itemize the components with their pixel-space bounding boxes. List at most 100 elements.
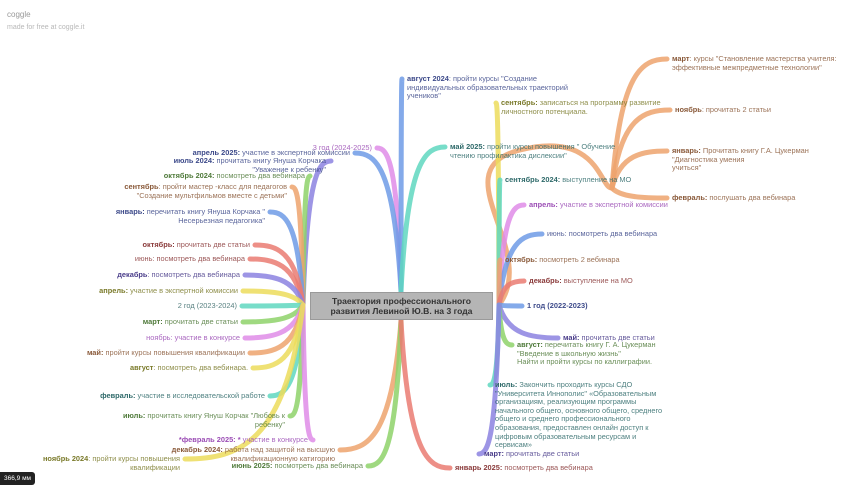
map-node[interactable]: июль: Закончить проходить курсы СДО "Уни… [495,380,663,450]
node-text: выступление на МО [560,175,632,184]
node-text: : прочитать 2 статьи [701,105,771,114]
map-node[interactable]: ноябрь: участие в конкурсе [146,333,240,343]
map-node[interactable]: август 2024: пройти курсы "Создание инди… [407,74,569,101]
node-text: перечитать книгу Г. А. Цукерман "Введени… [517,340,656,367]
map-node[interactable]: ноябрь: прочитать 2 статьи [675,105,771,115]
branch-line [609,185,670,201]
branch-line [609,148,670,191]
node-text: участие в экспертной комиссии [557,200,668,209]
map-node[interactable]: январь 2025: посмотреть два вебинара [455,463,593,473]
node-month-label: март [672,54,690,63]
node-month-label: июнь 2025: [231,461,273,470]
node-text: прочитать книгу Януш Корчак "Любовь к ре… [147,411,285,429]
node-text: Прочитать книгу Г.А. Цукерман "Диагности… [672,146,809,173]
map-node[interactable]: *февраль 2025: * участие в конкурсе [178,435,308,445]
node-month-label: август: [517,340,543,349]
node-text: : посмотреть два вебинара. [153,363,248,372]
branch-line [398,144,448,294]
map-node[interactable]: март: курсы "Становление мастерства учит… [672,54,837,72]
node-text: посмотреть 2 вебинара [537,255,620,264]
map-node[interactable]: август: посмотреть два вебинара. [130,363,248,373]
node-text: Закончить проходить курсы СДО "Университ… [495,380,663,450]
node-month-label: 1 год (2022-2023) [527,301,588,310]
map-node[interactable]: 2 год (2023-2024) [177,301,237,311]
map-node[interactable]: май: прочитать две статьи [563,333,655,343]
map-node[interactable]: май: пройти курсы повышения квалификации [87,348,245,358]
branch-line [240,288,306,308]
node-month-label: декабрь 2024: [171,445,223,454]
map-node[interactable]: февраль: послушать два вебинара [672,193,796,203]
map-node[interactable]: март: прочитать две статьи [143,317,238,327]
map-node[interactable]: октябрь: прочитать две статьи [142,240,251,250]
map-node[interactable]: октябрь 2024: посмотреть два вебинара [164,171,305,181]
map-node[interactable]: июнь 2025: посмотреть два вебинара [231,461,363,471]
node-month-label: октябрь: [505,255,538,264]
map-node[interactable]: июнь: посмотреть два вебинара [134,254,245,264]
node-month-label: ноябрь [675,105,702,114]
node-month-label: сентябрь 2024: [505,175,561,184]
map-node[interactable]: январь: Прочитать книгу Г.А. Цукерман "Д… [672,146,856,173]
map-node[interactable]: сентябрь 2024: выступление на МО [505,175,632,185]
node-text: : пройти курсы повышения квалификации [88,454,180,472]
node-text: 2 год (2023-2024) [177,301,237,310]
map-node[interactable]: 1 год (2022-2023) [527,301,588,311]
node-month-label: январь: [672,146,701,155]
map-node[interactable]: июль 2024: прочитать книгу Януша Корчака… [174,156,326,174]
map-node[interactable]: апрель 2025: участие в экспертной комисс… [192,148,350,158]
node-text: ноябрь: участие в конкурсе [146,333,240,342]
node-text: прочитать две статьи [503,449,580,458]
map-node[interactable]: июль: прочитать книгу Януш Корчак "Любов… [122,411,285,429]
map-node[interactable]: сентябрь: пройти мастер -класс для педаг… [124,182,287,200]
node-month-label: январь: [115,207,145,216]
node-month-label: июль: [122,411,146,420]
node-text: выступление на МО [561,276,633,285]
node-month-label: *февраль 2025: * [178,435,241,444]
node-text: прочитать книгу Януша Корчака "Уважение … [216,156,326,174]
branch-line [267,209,306,308]
map-node[interactable]: январь: перечитать книгу Януша Корчака "… [115,207,265,225]
branch-line [352,150,404,294]
node-month-label: ноябрь 2024 [42,454,89,463]
map-node[interactable]: июнь: посмотреть два вебинара [547,229,657,239]
map-node[interactable]: декабрь: посмотреть два вебинара [117,270,240,280]
map-node[interactable]: сентябрь: записаться на программу развит… [501,98,661,116]
node-text: участие в конкурсе [240,435,308,444]
node-text: прочитать две статьи [579,333,655,342]
node-month-label: июль: [495,380,518,389]
map-node[interactable]: ноябрь 2024: пройти курсы повышения квал… [42,454,180,472]
node-text: : пройти курсы "Создание индивидуальных … [407,74,569,101]
node-month-label: декабрь: [529,276,562,285]
branch-line [496,302,525,309]
map-node[interactable]: май 2025: пройти курсы повышения " Обуче… [450,142,615,160]
branch-line [476,302,502,457]
map-node[interactable]: апрель: участие в экспертной комиссии [529,200,668,210]
branch-line [239,302,306,309]
map-node[interactable]: декабрь 2024: работа над защитой на высш… [171,445,335,463]
node-text: июнь: посмотреть два вебинара [134,254,245,263]
node-text: посмотреть два вебинара [272,461,363,470]
node-text: послушать два вебинара [707,193,796,202]
map-node[interactable]: март: прочитать две статьи [484,449,580,459]
map-node[interactable]: август: перечитать книгу Г. А. Цукерман … [517,340,656,367]
node-month-label: апрель 2025: [192,148,241,157]
map-node[interactable]: февраль: участие в исследовательской раб… [100,391,265,401]
node-month-label: октябрь: [142,240,175,249]
node-text: : пройти мастер -класс для педагогов "Со… [136,182,287,200]
node-text: прочитать две статьи [174,240,250,249]
made-with-coggle-text[interactable]: made for free at coggle.it [7,24,85,31]
node-month-label: май 2025: [450,142,485,151]
node-month-label: февраль: [672,193,708,202]
branch-line [609,56,670,191]
map-node[interactable]: 3 год (2024-2025) [313,143,372,153]
node-month-label: март: [484,449,504,458]
branch-line [242,272,306,308]
branch-line [398,318,453,471]
map-node[interactable]: декабрь: выступление на МО [529,276,633,286]
node-month-label: сентябрь [124,182,159,191]
map-node[interactable]: октябрь: посмотреть 2 вебинара [505,255,620,265]
map-node[interactable]: апрель: участие в экспертной комиссии [99,286,238,296]
branch-line [609,107,673,191]
central-node-title[interactable]: Траектория профессионального развития Ле… [310,292,493,320]
node-month-label: апрель: [529,200,558,209]
branch-line [300,302,316,443]
